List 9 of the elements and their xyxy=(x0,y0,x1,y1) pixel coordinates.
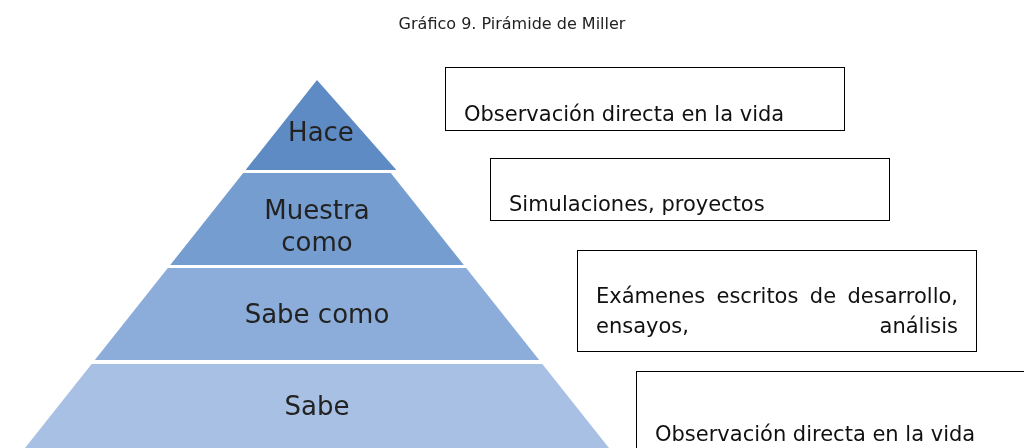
text-box: Simulaciones, proyectos xyxy=(490,158,890,221)
pyramid-level: Sabe como xyxy=(94,268,540,360)
text-box: Observación directa en la vida xyxy=(445,67,845,131)
diagram-title: Gráfico 9. Pirámide de Miller xyxy=(397,14,627,33)
pyramid-level: Muestra como xyxy=(170,173,464,265)
pyramid-level: Hace xyxy=(245,80,397,170)
text-box: Exámenes escritos de desarrollo, ensayos, análisis xyxy=(577,250,977,352)
text-box: Observación directa en la vida xyxy=(636,371,1024,448)
pyramid-level: Sabe xyxy=(25,364,609,448)
